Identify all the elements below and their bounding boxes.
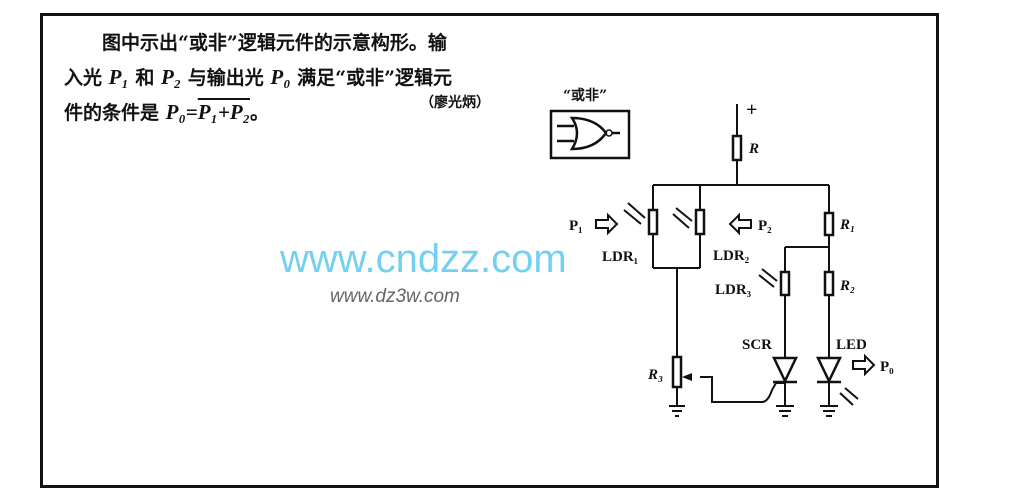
formula-lhs: P₀=: [165, 100, 198, 124]
r-label: R: [748, 141, 759, 157]
ldr1: [647, 208, 659, 236]
symbol-p1: P₁: [108, 65, 129, 89]
scr-symbol: [772, 356, 798, 384]
watermark-main: www.cndzz.com: [279, 237, 567, 281]
light-ray-icons: [623, 202, 859, 406]
symbol-p0: P₀: [270, 65, 291, 89]
formula-rhs-negated: P₁+P₂: [197, 100, 251, 124]
symbol-p2: P₂: [161, 65, 182, 89]
r2-label: R₂: [839, 278, 855, 294]
nor-gate-label: “或非”: [563, 87, 607, 104]
resistor-r1: [823, 211, 835, 237]
ldr3: [779, 270, 791, 297]
caption-text-part: 和: [128, 67, 162, 89]
nor-gate-icon: [549, 109, 631, 160]
author: （廖光炳）: [420, 95, 490, 111]
scr-label: SCR: [742, 337, 772, 353]
resistor-r2: [823, 270, 835, 297]
led-symbol: [816, 356, 842, 384]
p2-arrow-icon: [728, 212, 752, 236]
r3-label: R₃: [647, 367, 663, 383]
p1-arrow-icon: [595, 212, 619, 236]
wiper-arrow-icon: [682, 373, 692, 381]
ldr3-label: LDR₃: [715, 282, 752, 298]
ldr2: [694, 208, 706, 236]
caption-text-part: 满足“或非”逻辑元: [290, 67, 453, 89]
watermark-secondary: www.dz3w.com: [330, 286, 460, 307]
caption-text-part: 。: [250, 102, 270, 124]
caption-text-part: 件的条件是: [64, 102, 166, 124]
resistor-r: [731, 134, 743, 162]
potentiometer-r3: [671, 355, 683, 389]
figure-frame: [40, 13, 939, 488]
ldr1-label: LDR₁: [602, 249, 638, 265]
caption-text-part: 入光: [64, 67, 109, 89]
ground-icons: [669, 405, 838, 417]
p2-label: P₂: [758, 218, 772, 234]
caption-text-part: 与输出光: [181, 67, 271, 89]
ldr2-label: LDR₂: [713, 248, 750, 264]
caption-line-1: 图中示出“或非”逻辑元件的示意构形。输: [102, 32, 447, 54]
caption-text: 图中示出“或非”逻辑元件的示意构形。输 入光 P₁ 和 P₂ 与输出光 P₀ 满…: [64, 26, 452, 130]
p0-label: P₀: [880, 359, 894, 375]
p0-arrow-icon: [852, 353, 876, 377]
led-label: LED: [836, 337, 867, 353]
r1-label: R₁: [839, 217, 855, 233]
light-arrow-icons: [595, 212, 876, 377]
resistors: [647, 134, 835, 389]
supply-plus-label: +: [746, 99, 757, 121]
p1-label: P₁: [569, 218, 583, 234]
